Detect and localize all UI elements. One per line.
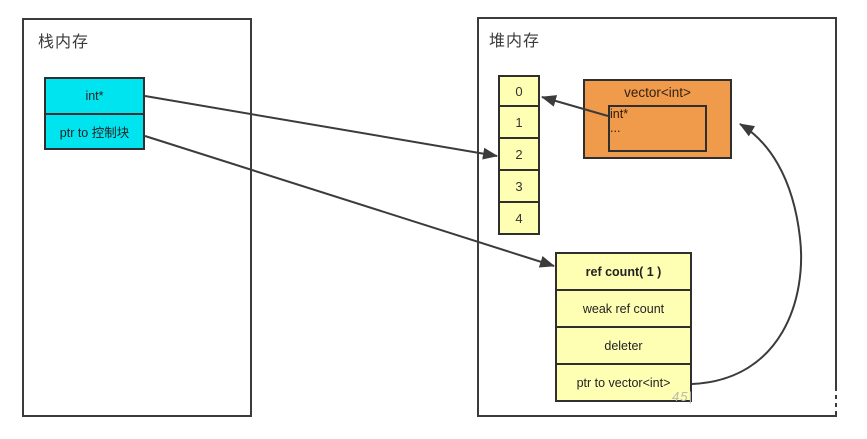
array-cell-2: 2 <box>498 139 540 171</box>
control-block-row-ptr-to-vector: ptr to vector<int> <box>557 363 690 400</box>
heap-array: 0 1 2 3 4 <box>498 75 540 235</box>
array-cell-1: 1 <box>498 107 540 139</box>
control-block-row-ref-count: ref count( 1 ) <box>585 264 662 279</box>
control-block: ref count( 1 ) weak ref count deleter pt… <box>555 252 692 402</box>
array-cell-0: 0 <box>498 75 540 107</box>
stack-memory-title: 栈内存 <box>38 34 90 51</box>
vector-box: vector<int> int* ... <box>583 79 732 159</box>
vector-box-title: vector<int> <box>624 85 691 100</box>
border-gap-artifact <box>833 391 841 395</box>
stack-pointer-box: int* ptr to 控制块 <box>44 77 145 150</box>
control-block-row-weak-ref-count: weak ref count <box>557 289 690 326</box>
vector-row-int: int* <box>610 107 629 121</box>
array-cell-4: 4 <box>498 203 540 235</box>
border-gap-artifact <box>833 407 841 411</box>
watermark-artifact: 45| <box>672 389 693 404</box>
stack-pointer-row-int: int* <box>85 88 104 103</box>
border-gap-artifact <box>833 399 841 403</box>
array-cell-3: 3 <box>498 171 540 203</box>
vector-row-ellipsis: ... <box>610 121 621 135</box>
control-block-row-deleter: deleter <box>557 326 690 363</box>
heap-memory-title: 堆内存 <box>489 33 541 50</box>
stack-pointer-row-control-block: ptr to 控制块 <box>46 112 143 149</box>
vector-inner-box: int* ... <box>608 105 707 152</box>
